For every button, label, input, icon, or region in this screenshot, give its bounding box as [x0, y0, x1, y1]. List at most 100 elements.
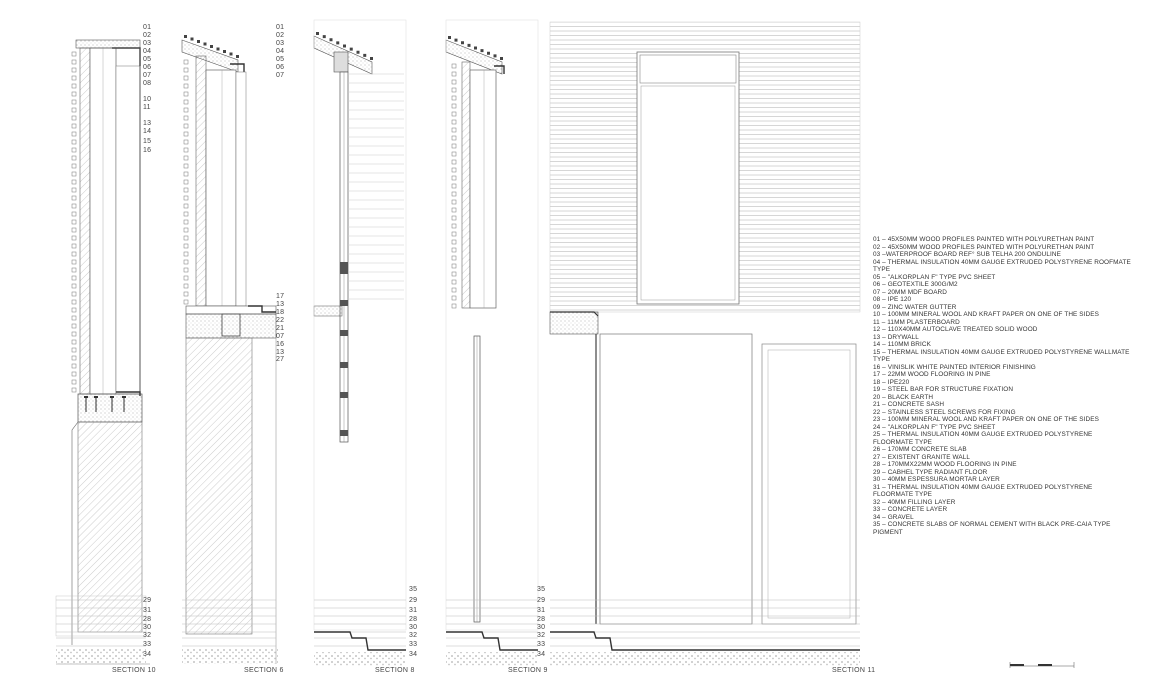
existent-granite-wall	[185, 337, 253, 635]
callout-label: 18	[276, 309, 285, 316]
roof-batten	[448, 36, 451, 39]
batten	[183, 107, 189, 113]
floor-flashing	[550, 311, 599, 317]
roof-battens	[316, 32, 373, 60]
roof-batten	[210, 45, 213, 48]
callout-label: 33	[537, 641, 546, 648]
callout-label: 34	[537, 651, 546, 658]
batten	[451, 167, 457, 173]
floor-beam	[77, 393, 143, 423]
batten	[71, 219, 77, 225]
batten	[451, 215, 457, 221]
roof-batten	[370, 57, 373, 60]
callout-label: 02	[276, 32, 285, 39]
batten	[451, 127, 457, 133]
roof-gutter	[230, 63, 245, 72]
section-6-title: SECTION 6	[244, 667, 284, 674]
section-9-drawing	[445, 19, 539, 666]
cladding-battens	[183, 59, 189, 305]
section-8-title: SECTION 8	[375, 667, 415, 674]
window-hardware	[340, 262, 348, 436]
callout-label: 05	[143, 56, 152, 63]
batten	[71, 331, 77, 337]
callout-label: 29	[409, 597, 418, 604]
batten	[71, 155, 77, 161]
batten	[71, 283, 77, 289]
batten	[71, 379, 77, 385]
interior-wall	[313, 19, 407, 631]
callout-label: 31	[143, 607, 152, 614]
batten	[71, 275, 77, 281]
wall-insulation	[461, 61, 471, 309]
callout-label: 28	[143, 616, 152, 623]
callout-label: 21	[276, 325, 285, 332]
batten	[451, 159, 457, 165]
batten	[71, 299, 77, 305]
callout-label: 31	[409, 607, 418, 614]
batten	[71, 59, 77, 65]
batten	[451, 191, 457, 197]
callout-label: 04	[143, 48, 152, 55]
callout-label: 31	[537, 607, 546, 614]
callout-label: 13	[143, 120, 152, 127]
section-10-title: SECTION 10	[112, 667, 156, 674]
wall-insulation	[79, 47, 91, 395]
batten	[451, 231, 457, 237]
roof-batten	[184, 35, 187, 38]
roof-battens	[448, 36, 503, 60]
batten	[71, 163, 77, 169]
bolt-head	[110, 396, 114, 398]
roof-top	[75, 39, 141, 49]
legend-item: 06 – GEOTEXTILE 300G/M2	[873, 281, 958, 288]
batten	[451, 199, 457, 205]
batten	[71, 83, 77, 89]
legend-item: 28 – 170MMX22MM WOOD FLOORING IN PINE	[873, 461, 1017, 468]
callout-label: 11	[143, 104, 151, 111]
callout-label: 16	[276, 341, 285, 348]
batten	[183, 267, 189, 273]
legend-item: 11 – 11MM PLASTERBOARD	[873, 318, 960, 326]
callout-label: 15	[143, 138, 152, 145]
bolt-head	[84, 396, 88, 398]
roof-batten	[493, 54, 497, 58]
legend-item: 23 – 100MM MINERAL WOOL AND KRAFT PAPER …	[873, 416, 1099, 423]
floor-edge	[313, 305, 343, 317]
upper-window-pane	[640, 85, 736, 301]
batten	[183, 187, 189, 193]
roof-batten	[322, 35, 326, 39]
batten	[451, 143, 457, 149]
batten	[451, 175, 457, 181]
door-threshold	[314, 631, 406, 651]
callout-label: 14	[143, 128, 152, 135]
hinge	[340, 430, 348, 436]
batten	[183, 291, 189, 297]
batten	[71, 235, 77, 241]
batten	[451, 271, 457, 277]
batten	[71, 211, 77, 217]
roof-batten	[336, 41, 340, 45]
callout-label: 32	[143, 632, 152, 639]
roof-flashing	[112, 47, 141, 66]
roof-batten	[216, 47, 220, 51]
gravel-layer	[182, 648, 278, 664]
legend-item: 31 – THERMAL INSULATION 40MM GAUGE EXTRU…	[873, 483, 1093, 499]
batten	[451, 135, 457, 141]
hinge	[340, 330, 348, 336]
batten	[71, 187, 77, 193]
callout-label: 28	[537, 616, 546, 623]
roof-batten	[356, 50, 360, 54]
legend-item: 10 – 100MM MINERAL WOOL AND KRAFT PAPER …	[873, 311, 1099, 318]
batten	[71, 387, 77, 393]
callout-label: 13	[276, 301, 285, 308]
callout-label: 06	[276, 64, 285, 71]
floor-layer-lines	[446, 599, 538, 647]
batten	[183, 259, 189, 265]
callout-label: 35	[409, 586, 418, 593]
batten	[183, 195, 189, 201]
batten	[71, 147, 77, 153]
roof-batten	[197, 40, 200, 43]
wall-insulation	[195, 55, 207, 307]
roof-slope	[181, 39, 239, 73]
callout-label: 33	[409, 641, 418, 648]
